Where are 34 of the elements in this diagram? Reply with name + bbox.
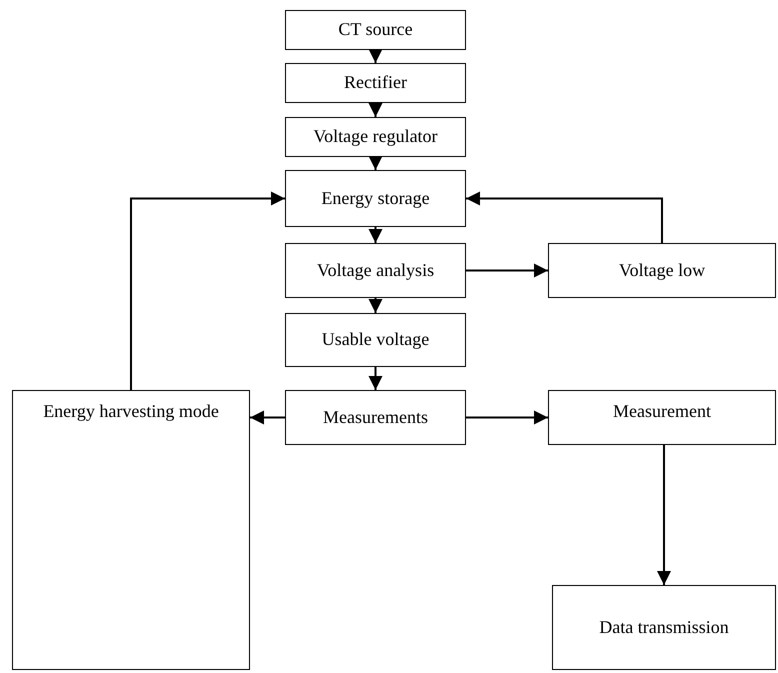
box-label: Voltage regulator (313, 126, 438, 148)
process-box (285, 170, 466, 227)
box-label: Measurements (323, 406, 428, 428)
box-label: Usable voltage (322, 329, 430, 351)
arrow (368, 298, 382, 313)
arrow (250, 410, 285, 424)
arrow (466, 410, 548, 424)
arrow (368, 156, 382, 170)
arrow (368, 367, 382, 390)
arrow (466, 264, 548, 278)
box-label: Rectifier (344, 72, 407, 94)
box-label: Measurement (613, 401, 711, 423)
process-box (285, 63, 466, 103)
arrow (466, 192, 663, 243)
arrow (368, 227, 382, 243)
process-box (552, 585, 776, 670)
box-label: Voltage low (618, 260, 706, 282)
box-label: Voltage analysis (316, 260, 434, 282)
process-box (285, 390, 466, 445)
process-box (285, 313, 466, 367)
box-label: Energy harvesting mode (43, 401, 219, 423)
process-box (285, 243, 466, 298)
process-box (285, 117, 466, 157)
box-label: Energy storage (321, 188, 430, 210)
box-label: CT source (338, 19, 413, 41)
process-box (548, 243, 776, 298)
arrow (657, 445, 671, 585)
box-label: Data transmission (599, 616, 729, 638)
arrow (368, 103, 382, 117)
arrow (130, 192, 285, 390)
process-box (285, 10, 466, 50)
arrow (368, 49, 382, 63)
process-box (548, 390, 776, 445)
process-box (12, 390, 250, 670)
